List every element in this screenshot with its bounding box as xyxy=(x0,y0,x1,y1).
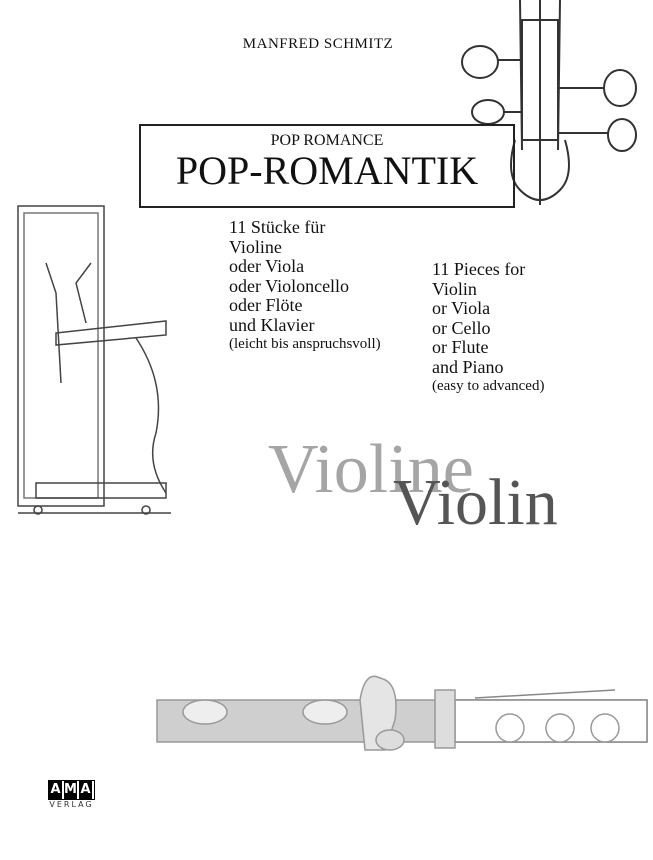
piano-illustration xyxy=(17,205,171,515)
logo-letter: A xyxy=(79,781,94,799)
description-line: 11 Pieces for xyxy=(432,259,526,279)
description-line: 11 Stücke für xyxy=(229,217,326,237)
subtitle: POP ROMANCE xyxy=(270,132,384,149)
description-line: und Klavier xyxy=(229,314,315,335)
description-line: Violin xyxy=(432,278,477,299)
difficulty-note: (easy to advanced) xyxy=(432,378,545,394)
english-description: 11 Pieces for Violin or Viola or Cello o… xyxy=(432,259,545,397)
instrument-german: Violine xyxy=(268,431,474,508)
piano-keys-logo: A M A xyxy=(48,780,95,800)
instrument-english: Violin xyxy=(393,466,558,539)
logo-letter: M xyxy=(64,781,79,799)
description-line: oder Viola xyxy=(229,256,305,276)
publisher-name: VERLAG xyxy=(49,800,94,809)
description-line: and Piano xyxy=(432,356,504,377)
logo-letter: A xyxy=(49,781,64,799)
author-name: MANFRED SCHMITZ xyxy=(242,36,394,52)
description-line: or Viola xyxy=(432,298,491,318)
description-line: or Cello xyxy=(432,317,491,338)
publisher-logo: A M A VERLAG xyxy=(48,780,95,809)
description-line: oder Violoncello xyxy=(229,275,350,296)
description-line: Violine xyxy=(229,236,282,257)
description-line: oder Flöte xyxy=(229,295,303,315)
flute-illustration xyxy=(156,675,648,751)
title-box: POP ROMANCE POP-ROMANTIK xyxy=(139,124,515,208)
difficulty-note: (leicht bis anspruchsvoll) xyxy=(229,336,381,352)
german-description: 11 Stücke für Violine oder Viola oder Vi… xyxy=(229,217,381,355)
description-line: or Flute xyxy=(432,337,489,357)
title: POP-ROMANTIK xyxy=(175,148,479,193)
